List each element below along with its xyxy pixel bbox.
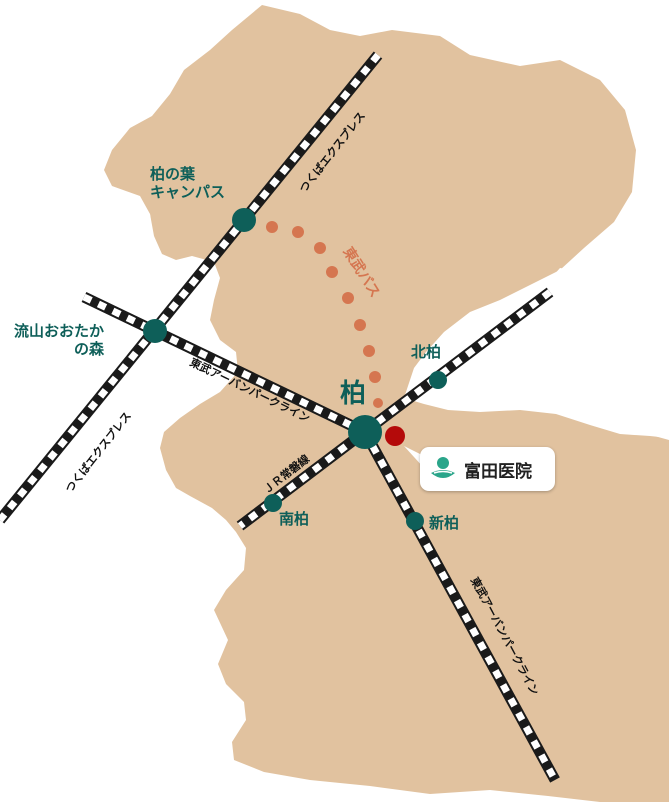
station-label-kitakashiwa: 北柏 — [411, 343, 442, 361]
station-label-shinkashiwa: 新柏 — [429, 514, 460, 532]
station-marker-kitakashiwa — [429, 371, 447, 389]
station-label-kashiwa: 柏 — [340, 379, 367, 409]
station-marker-nagareyama — [143, 319, 167, 343]
water-area — [420, 268, 669, 440]
clinic-callout-pointer — [404, 446, 424, 468]
water-area — [0, 300, 160, 494]
station-label-nagareyama-line2: の森 — [74, 340, 105, 358]
station-label-kashiwanoha-line2: キャンパス — [150, 183, 226, 201]
clinic-location-marker — [385, 426, 405, 446]
station-label-minamikashiwa: 南柏 — [279, 510, 310, 528]
station-label-nagareyama-line1: 流山おおたか — [14, 322, 105, 340]
track-tobu-urban-park-line — [81, 292, 560, 783]
clinic-name: 富田医院 — [464, 461, 532, 482]
land-area — [104, 5, 669, 802]
station-label-nagareyama: 流山おおたか の森 — [14, 322, 104, 358]
station-marker-shinkashiwa — [406, 512, 424, 530]
clinic-logo-icon — [431, 457, 455, 478]
track-jr-joban-line — [236, 287, 554, 531]
station-marker-kashiwa — [348, 415, 382, 449]
station-label-kashiwanoha: 柏の葉 キャンパス — [150, 165, 225, 201]
station-marker-minamikashiwa — [264, 494, 282, 512]
bus-route — [266, 221, 383, 408]
clinic-callout[interactable]: 富田医院 — [420, 447, 555, 491]
station-marker-kashiwanoha — [232, 208, 256, 232]
track-tsukuba-express — [0, 51, 383, 524]
station-label-kashiwanoha-line1: 柏の葉 — [150, 165, 196, 183]
